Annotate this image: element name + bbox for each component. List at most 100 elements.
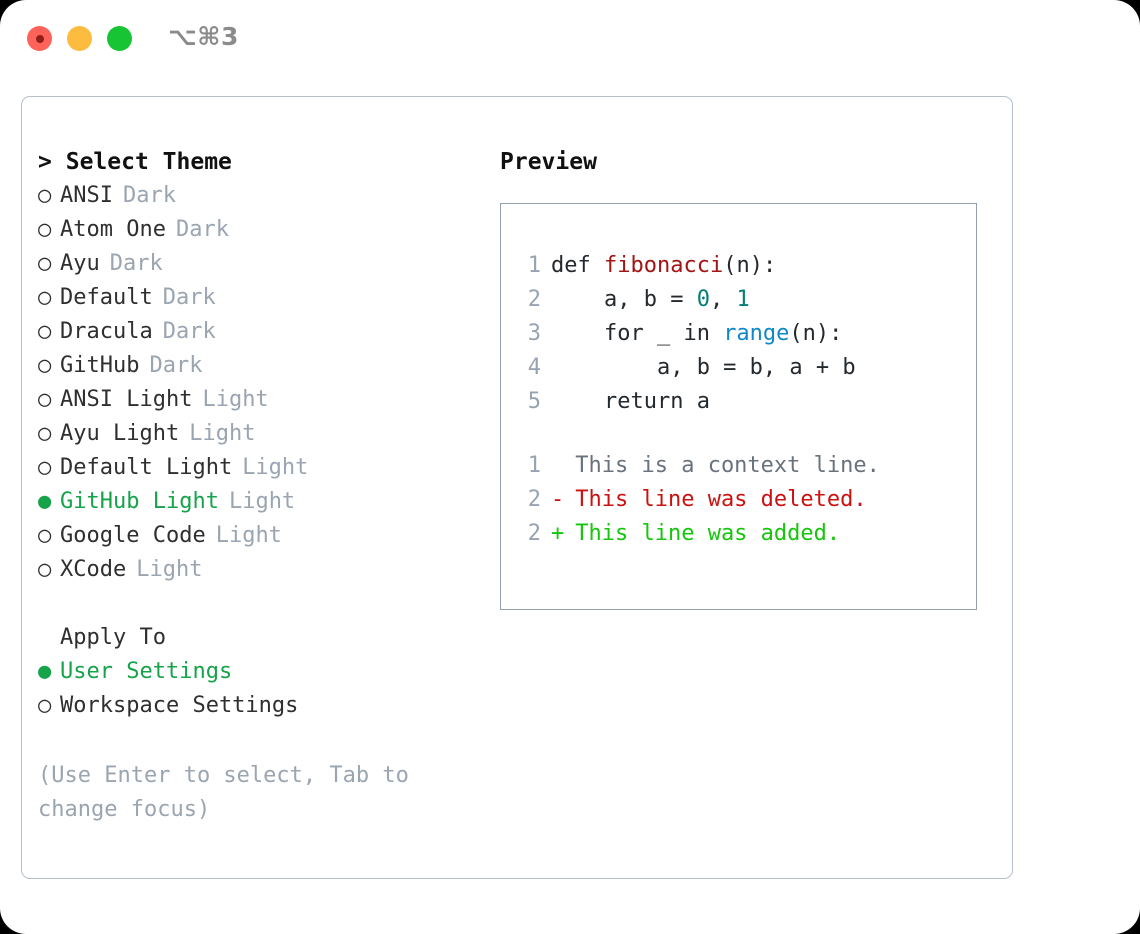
- theme-option-variant-badge: Light: [189, 421, 256, 446]
- code-line: 2 a, b = 0, 1: [519, 283, 856, 317]
- theme-option-ansi-light[interactable]: ○ ANSI Light Light: [38, 383, 498, 417]
- code-line: 5 return a: [519, 385, 856, 419]
- theme-option-variant-badge: Dark: [162, 285, 216, 310]
- maximize-window-icon[interactable]: [107, 26, 132, 51]
- theme-panel-title-label: Select Theme: [65, 149, 232, 175]
- theme-option-variant-badge: Light: [202, 387, 269, 412]
- code-token-plain: a, b = b, a + b: [551, 355, 856, 380]
- diff-line-text: This line was added.: [562, 521, 841, 546]
- diff-sign: +: [551, 521, 565, 546]
- theme-option-label: Google Code: [60, 523, 206, 548]
- prompt-caret-icon: >: [38, 149, 52, 175]
- code-line: 4 a, b = b, a + b: [519, 351, 856, 385]
- code-token-plain: return a: [551, 389, 710, 414]
- theme-option-variant-badge: Dark: [109, 251, 163, 276]
- code-token-num: 0: [696, 287, 710, 312]
- apply-to-options-list: ● User Settings ○ Workspace Settings: [38, 655, 498, 723]
- radio-selected-icon: ●: [38, 489, 52, 514]
- theme-option-label: GitHub Light: [60, 489, 219, 514]
- preview-title: Preview: [500, 149, 597, 175]
- code-token-plain: ,: [709, 287, 737, 312]
- theme-option-xcode[interactable]: ○ XCode Light: [38, 553, 498, 587]
- code-token-builtin: range: [723, 321, 790, 346]
- theme-panel-title-text: [52, 149, 66, 175]
- apply-to-option-user-settings[interactable]: ● User Settings: [38, 655, 498, 689]
- theme-option-default[interactable]: ○ Default Dark: [38, 281, 498, 315]
- diff-sign: -: [551, 487, 565, 512]
- theme-option-label: GitHub: [60, 353, 140, 378]
- diff-line-number: 2: [527, 521, 541, 546]
- theme-option-label: Atom One: [60, 217, 166, 242]
- diff-line-number: 1: [527, 453, 541, 478]
- radio-unselected-icon: ○: [38, 183, 52, 208]
- theme-option-label: ANSI: [60, 183, 113, 208]
- radio-unselected-icon: ○: [38, 217, 52, 242]
- theme-option-label: Default: [60, 285, 153, 310]
- theme-option-github-light[interactable]: ● GitHub Light Light: [38, 485, 498, 519]
- diff-line-number: 2: [527, 487, 541, 512]
- theme-option-ayu[interactable]: ○ Ayu Dark: [38, 247, 498, 281]
- theme-option-atom-one[interactable]: ○ Atom One Dark: [38, 213, 498, 247]
- diff-sign: [551, 449, 562, 483]
- radio-unselected-icon: ○: [38, 285, 52, 310]
- apply-to-option-label: Workspace Settings: [60, 693, 299, 718]
- code-line-number: 5: [527, 389, 541, 414]
- theme-option-variant-badge: Dark: [149, 353, 203, 378]
- theme-option-label: Default Light: [60, 455, 233, 480]
- radio-unselected-icon: ○: [38, 387, 52, 412]
- minimize-window-icon[interactable]: [67, 26, 92, 51]
- diff-line-text: This is a context line.: [562, 453, 880, 478]
- apply-to-option-label: User Settings: [60, 659, 233, 684]
- theme-option-label: ANSI Light: [60, 387, 193, 412]
- close-window-icon[interactable]: [27, 26, 52, 51]
- theme-option-variant-badge: Light: [228, 489, 296, 514]
- keyboard-shortcut-label: ⌥⌘3: [168, 22, 239, 51]
- preview-panel: Preview: [500, 145, 1000, 179]
- code-token-plain: for _ in: [551, 321, 724, 346]
- code-line-number: 4: [527, 355, 541, 380]
- code-token-plain: (n):: [789, 321, 843, 346]
- radio-unselected-icon: ○: [38, 693, 52, 718]
- theme-panel-title: > Select Theme: [38, 145, 498, 179]
- code-token-plain: (n):: [723, 253, 777, 278]
- code-token-plain: def: [551, 253, 604, 278]
- theme-option-label: Ayu Light: [60, 421, 180, 446]
- apply-to-panel: Apply To ● User Settings ○ Workspace Settin…: [38, 621, 498, 723]
- code-token-plain: a, b =: [551, 287, 697, 312]
- radio-unselected-icon: ○: [38, 455, 52, 480]
- theme-option-variant-badge: Light: [136, 557, 203, 582]
- radio-selected-icon: ●: [38, 659, 52, 684]
- theme-option-label: Ayu: [60, 251, 100, 276]
- code-line-number: 2: [527, 287, 541, 312]
- theme-option-variant-badge: Dark: [175, 217, 229, 242]
- radio-unselected-icon: ○: [38, 557, 52, 582]
- radio-unselected-icon: ○: [38, 319, 52, 344]
- theme-option-label: XCode: [60, 557, 127, 582]
- code-line-number: 3: [527, 321, 541, 346]
- code-token-fn: fibonacci: [603, 253, 724, 278]
- radio-unselected-icon: ○: [38, 251, 52, 276]
- window-titlebar: ⌥⌘3: [0, 0, 1140, 76]
- theme-option-github[interactable]: ○ GitHub Dark: [38, 349, 498, 383]
- apply-to-option-workspace-settings[interactable]: ○ Workspace Settings: [38, 689, 498, 723]
- radio-unselected-icon: ○: [38, 353, 52, 378]
- radio-unselected-icon: ○: [38, 523, 52, 548]
- theme-option-default-light[interactable]: ○ Default Light Light: [38, 451, 498, 485]
- theme-option-variant-badge: Dark: [162, 319, 216, 344]
- apply-to-title: Apply To: [60, 625, 166, 650]
- code-line: 3 for _ in range(n):: [519, 317, 856, 351]
- theme-option-variant-badge: Light: [242, 455, 309, 480]
- code-token-num: 1: [736, 287, 750, 312]
- traffic-lights: [27, 26, 132, 51]
- diff-line-ctx: 1 This is a context line.: [519, 449, 880, 483]
